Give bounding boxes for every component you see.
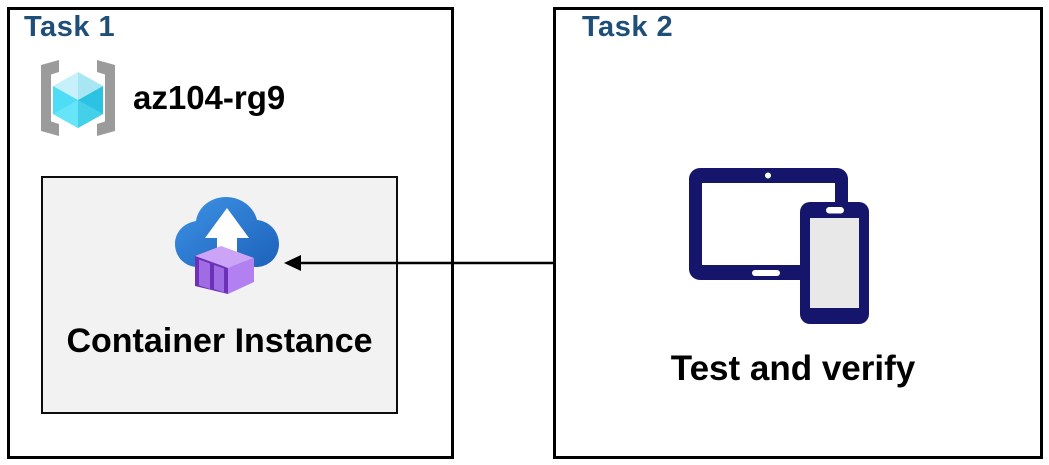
- task2-title: Task 2: [582, 11, 674, 43]
- container-instance-label: Container Instance: [66, 322, 373, 360]
- resource-group-icon: [28, 57, 128, 139]
- test-and-verify-label: Test and verify: [670, 349, 916, 388]
- resource-group-name: az104-rg9: [133, 79, 286, 116]
- devices-icon: [688, 167, 869, 325]
- task1-title: Task 1: [24, 11, 116, 43]
- container-instance-icon: [170, 188, 286, 300]
